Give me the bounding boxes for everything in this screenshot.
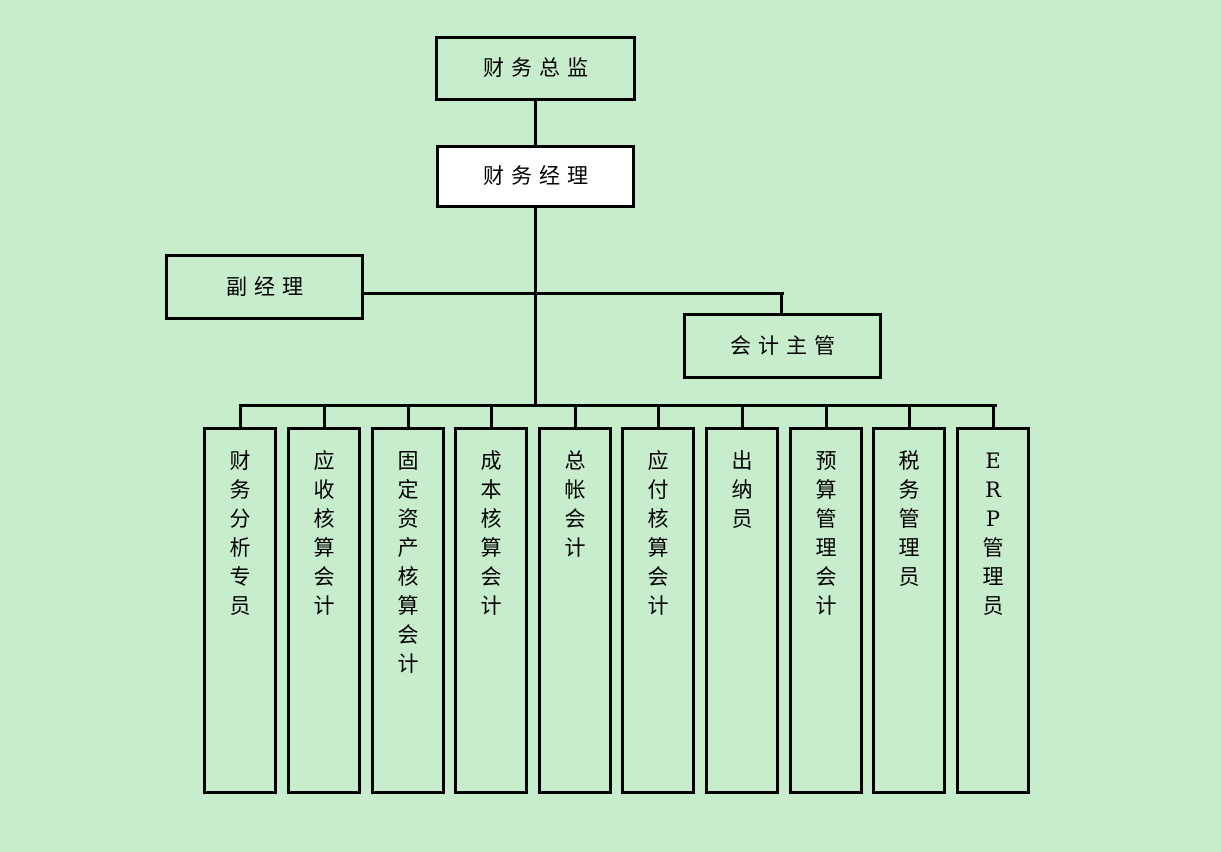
connector-staff-drop-3 xyxy=(407,404,410,427)
node-finance-director: 财务总监 xyxy=(435,36,636,101)
node-deputy-manager-label: 副经理 xyxy=(226,274,310,299)
node-fixed-assets-accountant: 固定资产核算会计 xyxy=(371,427,445,794)
connector-staff-drop-6 xyxy=(657,404,660,427)
node-accounting-supervisor-label: 会计主管 xyxy=(730,333,842,358)
node-general-ledger-accountant-label: 总帐会计 xyxy=(564,449,586,560)
node-accounts-receivable-accountant-label: 应收核算会计 xyxy=(313,449,335,618)
connector-staff-drop-8 xyxy=(825,404,828,427)
connector-staff-drop-5 xyxy=(574,404,577,427)
connector-staff-drop-1 xyxy=(239,404,242,427)
connector-supervisor-drop xyxy=(780,292,783,313)
node-cost-accountant: 成本核算会计 xyxy=(454,427,528,794)
connector-staff-drop-2 xyxy=(323,404,326,427)
connector-staff-drop-9 xyxy=(908,404,911,427)
node-accounts-payable-accountant: 应付核算会计 xyxy=(621,427,695,794)
node-accounts-receivable-accountant: 应收核算会计 xyxy=(287,427,361,794)
node-financial-analysis-specialist: 财务分析专员 xyxy=(203,427,277,794)
node-cost-accountant-label: 成本核算会计 xyxy=(480,449,502,618)
node-erp-administrator-label: ERP管理员 xyxy=(982,449,1004,618)
node-accounting-supervisor: 会计主管 xyxy=(683,313,882,379)
connector-staff-drop-10 xyxy=(992,404,995,427)
node-budget-management-accountant: 预算管理会计 xyxy=(789,427,863,794)
node-finance-manager: 财务经理 xyxy=(436,145,635,208)
node-cashier-label: 出纳员 xyxy=(731,449,753,531)
connector-manager-trunk xyxy=(534,208,537,407)
connector-staff-distribution xyxy=(239,404,997,407)
connector-staff-drop-4 xyxy=(490,404,493,427)
node-finance-manager-label: 财务经理 xyxy=(483,164,595,188)
node-cashier: 出纳员 xyxy=(705,427,779,794)
node-fixed-assets-accountant-label: 固定资产核算会计 xyxy=(397,449,419,676)
node-financial-analysis-specialist-label: 财务分析专员 xyxy=(229,449,251,618)
node-budget-management-accountant-label: 预算管理会计 xyxy=(815,449,837,618)
connector-deputy-horizontal xyxy=(363,292,784,295)
node-tax-administrator-label: 税务管理员 xyxy=(898,449,920,589)
connector-director-manager xyxy=(534,101,537,145)
node-tax-administrator: 税务管理员 xyxy=(872,427,946,794)
node-deputy-manager: 副经理 xyxy=(165,254,364,320)
node-general-ledger-accountant: 总帐会计 xyxy=(538,427,612,794)
node-accounts-payable-accountant-label: 应付核算会计 xyxy=(647,449,669,618)
node-erp-administrator: ERP管理员 xyxy=(956,427,1030,794)
connector-staff-drop-7 xyxy=(741,404,744,427)
node-finance-director-label: 财务总监 xyxy=(483,56,595,80)
